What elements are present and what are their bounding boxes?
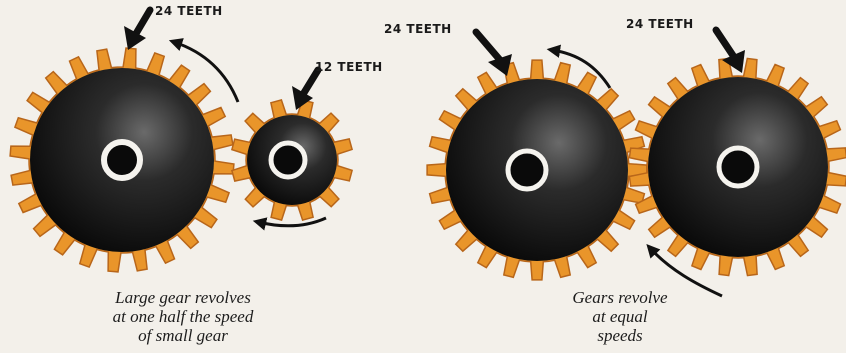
caption-right-line-2: at equal [540,307,700,326]
caption-left: Large gear revolves at one half the spee… [78,288,288,345]
gear-hub [271,143,305,177]
gear-hub [719,148,757,186]
caption-right: Gears revolve at equal speeds [540,288,700,345]
large-gear-24-teeth [10,48,234,272]
rotation-arrow-small-gear [258,218,326,226]
label-small-gear-teeth: 12 TEETH [315,60,383,74]
equal-gear-left [427,60,647,280]
gear-hub [104,142,140,178]
caption-right-line-1: Gears revolve [540,288,700,307]
caption-left-line-1: Large gear revolves [78,288,288,307]
label-right-gear-b-teeth: 24 TEETH [626,17,694,31]
label-right-gear-a-teeth: 24 TEETH [384,22,452,36]
equal-gear-right [629,58,846,275]
caption-left-line-3: of small gear [78,326,288,345]
label-large-gear-teeth: 24 TEETH [155,4,223,18]
pointer-arrow-large-gear [124,10,150,50]
caption-left-line-2: at one half the speed [78,307,288,326]
caption-right-line-3: speeds [540,326,700,345]
pointer-arrow-right-gear-a [476,32,512,76]
gear-hub [508,151,546,189]
small-gear-12-teeth [232,100,352,220]
